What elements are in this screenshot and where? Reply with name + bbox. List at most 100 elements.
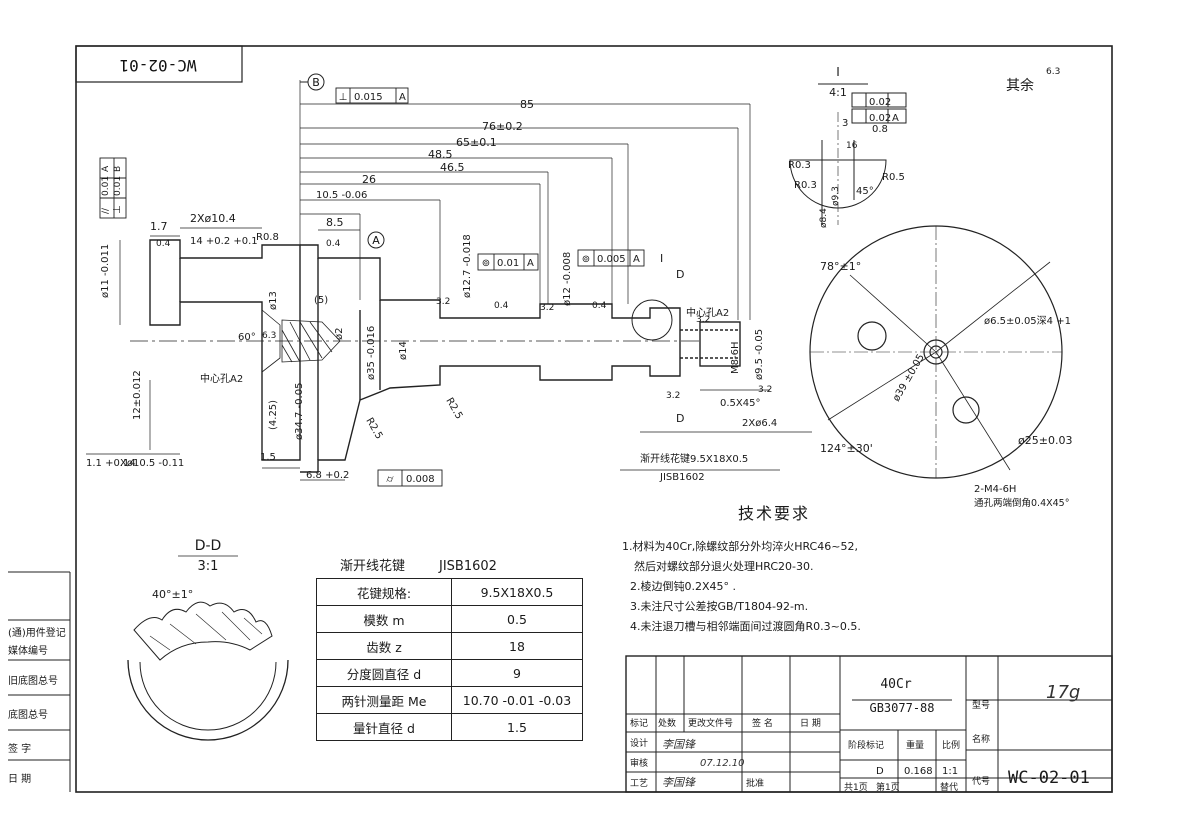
tol5-sym: ⊥ (112, 205, 123, 214)
tolerance-frame-bottom (377, 469, 443, 487)
tb-check: 审核 (630, 757, 648, 769)
spline-row: 花键规格:9.5X18X0.5 (316, 578, 583, 606)
tb-date1: 07.12.10 (700, 758, 745, 769)
dim-x10-5: Xø10.5 -0.11 (120, 458, 184, 469)
dim-60: 60° (238, 332, 256, 343)
roughness-note-label: 其余 (1006, 77, 1034, 94)
dim-d34-7: ø34.7 -0.05 (294, 383, 305, 440)
material-std-label: GB3077-88 (869, 701, 934, 715)
spline-key: 齿数 z (316, 632, 452, 660)
tol3-sym: ⊚ (582, 254, 590, 265)
tb-mark: 标记 (630, 717, 648, 729)
rough-3-2-e: 3.2 (758, 385, 772, 395)
dim-m8: M8-6H (730, 342, 741, 374)
tol4-val: 0.008 (406, 474, 435, 485)
spline-callout: 渐开线花键9.5X18X0.5 (640, 452, 748, 465)
dim-1-7: 1.7 (150, 220, 168, 233)
detail-i-datum: A (892, 113, 899, 124)
rough-0-4-d: 0.4 (592, 301, 607, 311)
tb-weight: 重量 (906, 739, 924, 751)
detail-i-dim-16: 16 (846, 141, 858, 151)
tb-sheets: 共1页 (844, 782, 868, 793)
section-d-top: D (676, 268, 684, 281)
end-view-pcd: ø39 ±0.05 (891, 352, 927, 403)
detail-i-d8-4: ø8.4 (819, 208, 829, 228)
end-view (809, 225, 1063, 479)
end-view-angle-124: 124°±30' (820, 442, 873, 455)
spline-callout-std: JISB1602 (659, 472, 705, 483)
tb-sheet: 第1页 (876, 781, 900, 793)
center-hole-a2-left: 中心孔A2 (200, 372, 243, 385)
tolerance-frame-top (335, 87, 409, 104)
end-view-outer: ø25±0.03 (1018, 434, 1072, 447)
spline-value: 1.5 (451, 713, 583, 741)
section-d-bottom: D (676, 412, 684, 425)
dim-d11: ø11 -0.011 (100, 244, 111, 298)
tb-process: 工艺 (630, 778, 648, 789)
dim-4-25: (4.25) (268, 400, 279, 430)
tol2-datum: A (527, 258, 534, 269)
dim-r2-5b: R2.5 (443, 396, 464, 421)
tol6-datum: A (101, 165, 111, 172)
rough-3-2-c: 3.2 (696, 315, 710, 325)
dim-r2-5a: R2.5 (363, 416, 384, 441)
tolerance-frame-mid1 (477, 253, 539, 271)
requirement-1b: 然后对螺纹部分退火处理HRC20-30. (634, 560, 814, 573)
tb-stage: 阶段标记 (848, 739, 884, 751)
spline-value: 0.5 (451, 605, 583, 633)
end-view-hole: ø6.5±0.05深4 +1 (984, 315, 1071, 327)
tb-weight-val: 0.168 (904, 766, 933, 777)
dim-0-5x45: 0.5X45° (720, 398, 760, 409)
outer-frame (75, 45, 1113, 793)
requirement-1: 1.材料为40Cr,除螺纹部分外均淬火HRC46~52, (622, 540, 858, 553)
tb-type: 型号 (972, 700, 990, 711)
requirement-3: 3.未注尺寸公差按GB/T1804-92-m. (630, 600, 809, 613)
datum-markers (300, 73, 385, 249)
spline-key: 分度圆直径 d (316, 659, 452, 687)
detail-i-45: 45° (856, 186, 874, 197)
dim-5: (5) (314, 295, 328, 306)
dim-d14: ø14 (398, 341, 409, 360)
dim-85: 85 (520, 98, 534, 111)
handwritten-mark: 17g (1046, 682, 1080, 703)
tb-scale-val: 1:1 (942, 766, 958, 777)
spline-title-std: JISB1602 (439, 559, 497, 574)
dim-2x6-4: 2Xø6.4 (742, 418, 777, 429)
spline-key: 模数 m (316, 605, 452, 633)
dim-65: 65±0.1 (456, 136, 497, 149)
detail-i-r0-3a: R0.3 (788, 160, 811, 171)
tb-sign: 签 名 (752, 717, 773, 729)
tol2-val: 0.01 (497, 258, 519, 269)
dim-2x10-4: 2Xø10.4 (190, 212, 236, 225)
tb-stage-val: D (876, 766, 884, 777)
rough-3-2-a: 3.2 (436, 297, 450, 307)
detail-i-r0-3b: R0.3 (794, 180, 817, 191)
tol1-sym: ⊥ (339, 92, 348, 103)
code-box-text: WC-02-01 (119, 56, 196, 75)
spline-title-text: 渐开线花键 (340, 559, 406, 574)
rough-0-4-b: 0.4 (326, 239, 341, 249)
center-hole-hatch (261, 309, 341, 373)
rough-0-4-c: 0.4 (494, 301, 509, 311)
rough-3-2-d: 3.2 (666, 391, 680, 401)
requirement-2: 2.棱边倒钝0.2X45° . (630, 580, 737, 593)
spline-value: 10.70 -0.01 -0.03 (451, 686, 583, 714)
detail-i-r0-5: R0.5 (882, 172, 905, 183)
detail-i-title: I (836, 65, 840, 79)
spline-value: 18 (451, 632, 583, 660)
spline-key: 花键规格: (316, 578, 452, 606)
dim-10-5: 10.5 -0.06 (316, 190, 367, 201)
side-label-old: 旧底图总号 (8, 676, 58, 687)
code-box (75, 45, 243, 83)
rough-3-2-b: 3.2 (540, 303, 554, 313)
rough-0-4-a: 0.4 (156, 239, 171, 249)
tol5-datum: B (113, 166, 123, 172)
tol3-val: 0.005 (597, 254, 626, 265)
side-label-sign: 签 字 (8, 744, 32, 755)
title-block-code: WC-02-01 (1008, 768, 1090, 788)
